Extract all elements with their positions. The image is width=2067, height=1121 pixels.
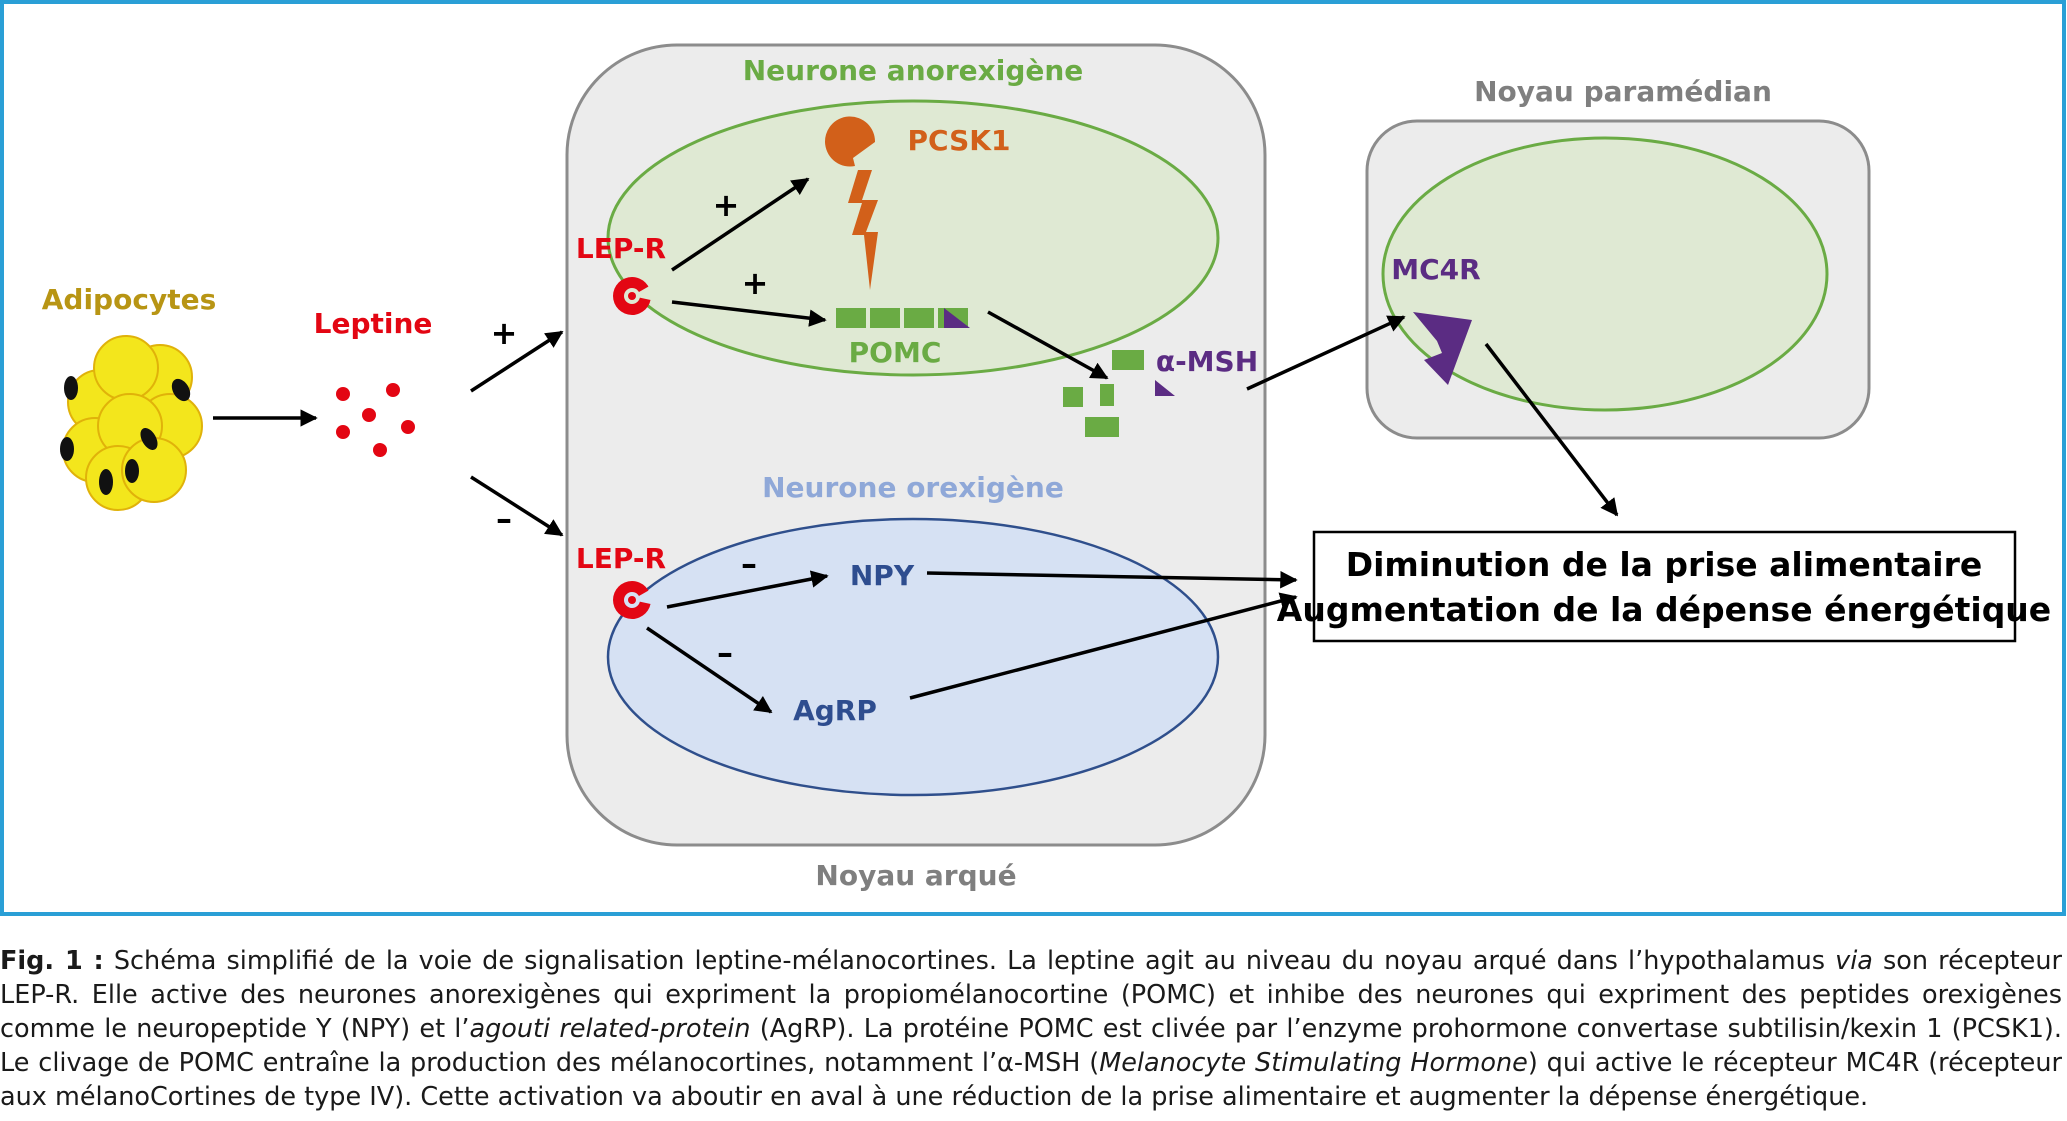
- noyau-paramedian-label: Noyau paramédian: [1474, 75, 1772, 108]
- sign-minus-arcuate: –: [496, 500, 512, 538]
- caption-text-1: Schéma simplifié de la voie de signalisa…: [103, 946, 1836, 976]
- neurone-anorexigene-label: Neurone anorexigène: [743, 54, 1084, 87]
- adipocytes-cluster-icon: [62, 335, 203, 511]
- caption-fig-label: Fig. 1 :: [0, 946, 104, 976]
- pathway-arrows: [213, 177, 1619, 714]
- leptine-label: Leptine: [314, 307, 433, 340]
- caption-via: via: [1835, 946, 1873, 976]
- caption-agouti: agouti related-protein: [469, 1014, 751, 1044]
- leptin-melanocortin-diagram: Diminution de la prise alimentaire Augme…: [0, 0, 2066, 916]
- sign-plus-pcsk1: +: [713, 186, 740, 224]
- pcsk1-enzyme-icon: [825, 116, 878, 290]
- outcome-line-2: Augmentation de la dépense énergétique: [1277, 590, 2051, 629]
- npy-label: NPY: [850, 559, 915, 592]
- adipocytes-label: Adipocytes: [42, 283, 216, 316]
- lepr-receptor-icon-bottom: [613, 581, 660, 619]
- caption-msh-full: Melanocyte Stimulating Hormone: [1099, 1048, 1528, 1078]
- neurone-anorexigene-cell: [606, 99, 1220, 377]
- paramedian-neuron-cell: [1381, 136, 1829, 412]
- pomc-chain-icon: [836, 308, 970, 328]
- lepr-label-bottom: LEP-R: [576, 542, 666, 575]
- lepr-label-top: LEP-R: [576, 232, 666, 265]
- pomc-label: POMC: [849, 336, 942, 369]
- pcsk1-label: PCSK1: [908, 124, 1011, 157]
- neurone-orexigene-label: Neurone orexigène: [762, 471, 1064, 504]
- mc4r-label: MC4R: [1391, 253, 1480, 286]
- caption-text-3: (AgRP). La protéine POMC est clivée par …: [0, 1014, 2062, 1078]
- amsh-label: α-MSH: [1156, 345, 1258, 378]
- figure-caption: Fig. 1 : Schéma simplifié de la voie de …: [0, 944, 2062, 1114]
- outcome-box: [1312, 530, 2017, 643]
- outcome-line-1: Diminution de la prise alimentaire: [1346, 545, 1983, 584]
- caption-text-4: ) qui active le récepteur MC4R (récepteu…: [0, 1048, 2062, 1112]
- leptin-molecules: [336, 383, 415, 457]
- sign-minus-agrp: –: [717, 634, 733, 672]
- sign-minus-npy: –: [741, 545, 757, 583]
- lepr-receptor-icon-top: [613, 277, 660, 315]
- cleaved-melanocortin-fragments-icon: [1063, 350, 1175, 437]
- agrp-label: AgRP: [793, 694, 877, 727]
- adipocyte-nuclei: [60, 376, 191, 495]
- sign-plus-pomc: +: [742, 264, 769, 302]
- noyau-arque-label: Noyau arqué: [815, 859, 1016, 892]
- caption-text-2: son récepteur LEP-R. Elle active des neu…: [0, 946, 2062, 1044]
- sign-plus-arcuate: +: [491, 314, 518, 352]
- mc4r-receptor-icon: [1413, 312, 1472, 385]
